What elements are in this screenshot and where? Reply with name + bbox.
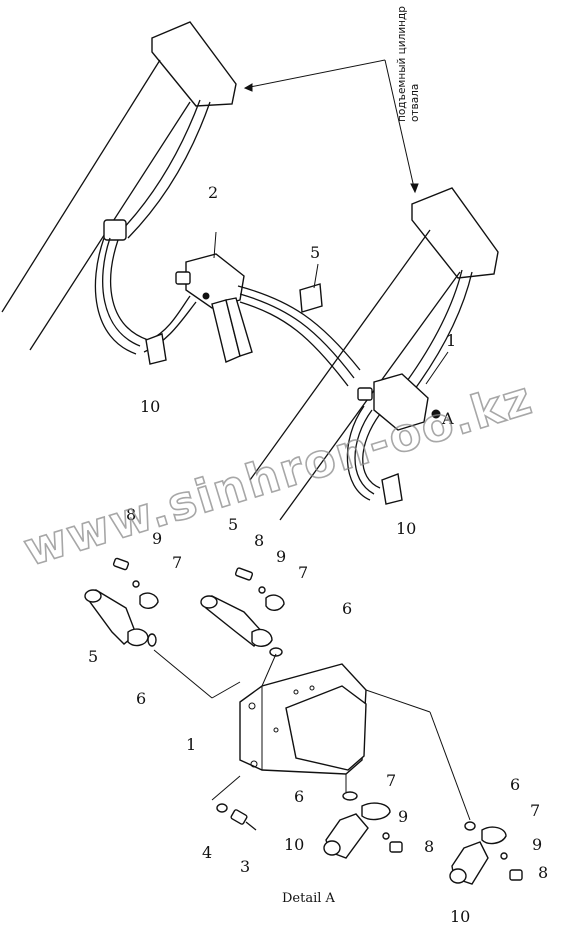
upper-assembly <box>1 21 499 521</box>
left-hose-group <box>94 219 197 365</box>
callout-10-left: 10 <box>140 397 160 416</box>
detail-callout-9-right: 9 <box>276 547 286 566</box>
callout-labels: подъемный цилиндр отвала 1 2 5 10 10 A 8… <box>88 6 548 926</box>
callout-2: 2 <box>208 183 218 202</box>
detail-callout-7-far: 7 <box>530 801 540 820</box>
detail-callout-6-right: 6 <box>342 599 352 618</box>
watermark-text: www.sinhron-oo.kz <box>17 370 539 576</box>
valve-block-2 <box>175 231 253 363</box>
detail-elbow-10-right <box>449 821 523 885</box>
detail-callout-10-far: 10 <box>450 907 470 926</box>
detail-callout-5-left: 5 <box>88 647 98 666</box>
detail-callout-7-right: 7 <box>298 563 308 582</box>
detail-callout-3: 3 <box>240 857 250 876</box>
detail-a <box>84 557 523 885</box>
marker-a: A <box>441 409 454 428</box>
detail-callout-6-left: 6 <box>136 689 146 708</box>
callout-10-right: 10 <box>396 519 416 538</box>
detail-callout-8-right: 8 <box>254 531 264 550</box>
callout-1-upper: 1 <box>446 331 456 350</box>
annotation-leaders <box>243 59 419 194</box>
pipe-run-5 <box>237 263 361 387</box>
detail-callout-5-right: 5 <box>228 515 238 534</box>
annotation-line-1: подъемный цилиндр <box>396 6 408 122</box>
annotation-line-2: отвала <box>409 84 421 122</box>
detail-callout-10-center: 10 <box>284 835 304 854</box>
detail-callout-6-far: 6 <box>510 775 520 794</box>
right-lift-cylinder <box>249 187 499 521</box>
detail-bolt-3 <box>216 803 257 831</box>
detail-callout-8-center: 8 <box>424 837 434 856</box>
detail-callout-9-far: 9 <box>532 835 542 854</box>
detail-elbow-left <box>84 557 159 647</box>
detail-callout-6-center: 6 <box>294 787 304 806</box>
detail-callout-7-left: 7 <box>172 553 182 572</box>
left-lift-cylinder <box>1 21 237 351</box>
detail-callout-1: 1 <box>186 735 196 754</box>
detail-callout-7-center: 7 <box>386 771 396 790</box>
valve-block-1 <box>346 351 449 505</box>
detail-elbow-10-left <box>323 791 403 859</box>
callout-5-upper: 5 <box>310 243 320 262</box>
detail-valve-body <box>153 649 471 821</box>
detail-callout-9-left: 9 <box>152 529 162 548</box>
detail-callout-4: 4 <box>202 843 212 862</box>
detail-elbow-right <box>200 567 285 657</box>
detail-caption: Detail A <box>282 891 336 906</box>
detail-callout-8-far: 8 <box>538 863 548 882</box>
detail-callout-8-left: 8 <box>126 505 136 524</box>
detail-callout-9-center: 9 <box>398 807 408 826</box>
